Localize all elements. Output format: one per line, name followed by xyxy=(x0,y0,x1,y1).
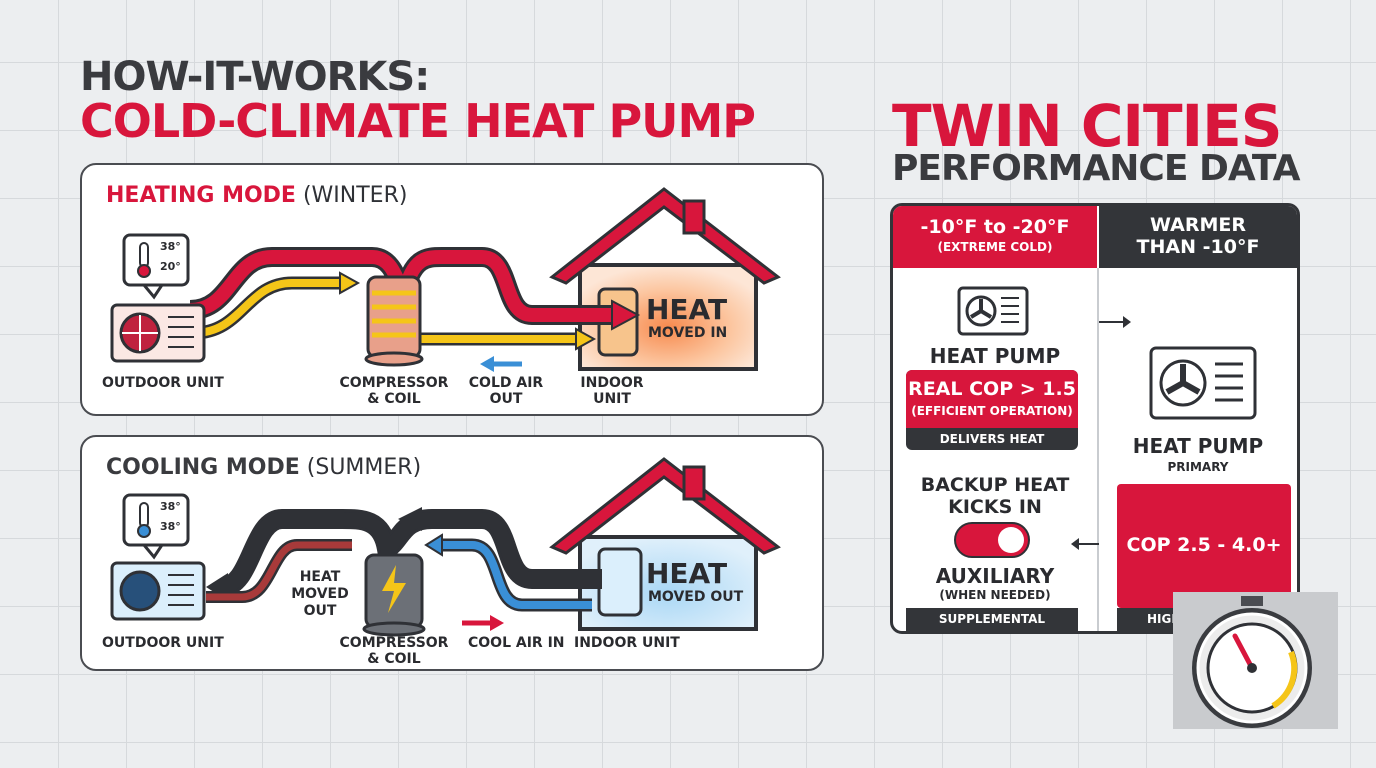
col1-header-range: -10°F to -20°F xyxy=(920,216,1070,238)
heating-mode-title: HEATING MODE (WINTER) xyxy=(106,183,407,208)
heat-big-label: HEAT xyxy=(646,293,728,326)
col1-cop-value: REAL COP > 1.5 xyxy=(908,378,1076,400)
thermo-reading-2: 38° xyxy=(160,520,181,533)
heat-out-label-2: MOVED xyxy=(291,586,349,602)
flow-arrows-icon xyxy=(1071,316,1131,550)
heating-mode-label: HEATING MODE xyxy=(106,183,296,208)
compressor-label-2: & COIL xyxy=(367,651,421,667)
cooling-mode-season: (SUMMER) xyxy=(299,455,422,480)
heat-big-label: HEAT xyxy=(646,557,728,590)
thermometer-icon xyxy=(122,493,190,560)
cold-air-arrow-icon xyxy=(480,356,522,372)
col2-header-line1: WARMER xyxy=(1150,214,1246,236)
compressor-label-2: & COIL xyxy=(367,391,421,407)
outdoor-unit-icon xyxy=(110,561,206,621)
heat-out-label-1: HEAT xyxy=(299,569,341,585)
col1-cop-note: (EFFICIENT OPERATION) xyxy=(911,404,1073,418)
cold-air-label-2: OUT xyxy=(489,391,523,407)
heating-mode-season: (WINTER) xyxy=(295,183,408,208)
col2-header: WARMER THAN -10°F xyxy=(1099,206,1297,268)
auxiliary-toggle xyxy=(954,522,1030,558)
thermo-reading-1: 38° xyxy=(160,240,181,253)
thermo-reading-2: 20° xyxy=(160,260,181,273)
heat-pump-icon xyxy=(957,286,1029,336)
heating-mode-panel: HEATING MODE (WINTER) 38° 20° HEAT MOVED… xyxy=(80,163,824,416)
performance-table: -10°F to -20°F (EXTREME COLD) WARMER THA… xyxy=(890,203,1300,634)
indoor-unit-label: INDOOR UNIT xyxy=(574,635,680,651)
col1-delivers-heat: DELIVERS HEAT xyxy=(939,432,1045,446)
col1-header: -10°F to -20°F (EXTREME COLD) xyxy=(893,206,1097,268)
col2-cop-block: COP 2.5 - 4.0+ xyxy=(1117,484,1291,608)
cooling-mode-label: COOLING MODE xyxy=(106,455,300,480)
thermo-reading-1: 38° xyxy=(160,500,181,513)
compressor-label-1: COMPRESSOR xyxy=(339,375,449,391)
col1-backup-line1: BACKUP HEAT xyxy=(920,474,1070,496)
compressor-label-1: COMPRESSOR xyxy=(339,635,449,651)
page-title-line2: COLD-CLIMATE HEAT PUMP xyxy=(80,94,756,148)
cooling-diagram xyxy=(110,457,781,637)
col1-cop-block: REAL COP > 1.5 (EFFICIENT OPERATION) DEL… xyxy=(906,370,1078,450)
gauge-icon xyxy=(1192,596,1312,728)
heat-pump-primary-icon xyxy=(1149,346,1257,420)
col2-cop-value: COP 2.5 - 4.0+ xyxy=(1126,534,1282,556)
outdoor-unit-label: OUTDOOR UNIT xyxy=(102,635,224,651)
table-graphics xyxy=(954,286,1257,558)
cooling-mode-title: COOLING MODE (SUMMER) xyxy=(106,455,421,480)
compressor-icon xyxy=(362,553,426,637)
gauge-overlay xyxy=(1173,592,1338,729)
col1-backup-line2: KICKS IN xyxy=(948,496,1042,518)
right-title-line2: PERFORMANCE DATA xyxy=(892,148,1301,189)
cool-air-label: COOL AIR IN xyxy=(468,635,565,651)
col1-supplemental: SUPPLEMENTAL xyxy=(906,608,1078,631)
indoor-unit-label-1: INDOOR xyxy=(580,375,644,391)
col2-primary: PRIMARY xyxy=(1167,460,1229,474)
heat-out-label-3: OUT xyxy=(303,603,337,619)
right-title-line1: TWIN CITIES xyxy=(892,92,1283,160)
indoor-unit-label-2: UNIT xyxy=(593,391,631,407)
compressor-coil-icon xyxy=(364,275,424,367)
col1-heat-pump-label: HEAT PUMP xyxy=(929,344,1061,368)
col1-aux-note: (WHEN NEEDED) xyxy=(939,588,1051,602)
col1-auxiliary: AUXILIARY xyxy=(935,564,1055,588)
col2-header-line2: THAN -10°F xyxy=(1136,236,1260,258)
cool-air-arrow-icon xyxy=(462,615,504,631)
heat-small-label: MOVED OUT xyxy=(648,589,744,605)
col2-heat-pump-label: HEAT PUMP xyxy=(1132,434,1264,458)
outdoor-unit-icon xyxy=(110,303,206,363)
heat-small-label: MOVED IN xyxy=(648,325,728,341)
outdoor-unit-label: OUTDOOR UNIT xyxy=(102,375,224,391)
thermometer-icon xyxy=(122,233,190,300)
column-divider xyxy=(1097,268,1099,631)
cooling-mode-panel: COOLING MODE (SUMMER) 38° 38° HEAT MOVED… xyxy=(80,435,824,671)
heating-diagram xyxy=(110,187,781,372)
cold-air-label-1: COLD AIR xyxy=(468,375,544,391)
col1-header-note: (EXTREME COLD) xyxy=(937,240,1053,254)
house-icon xyxy=(549,457,781,631)
page-title-line1: HOW-IT-WORKS: xyxy=(80,54,430,100)
